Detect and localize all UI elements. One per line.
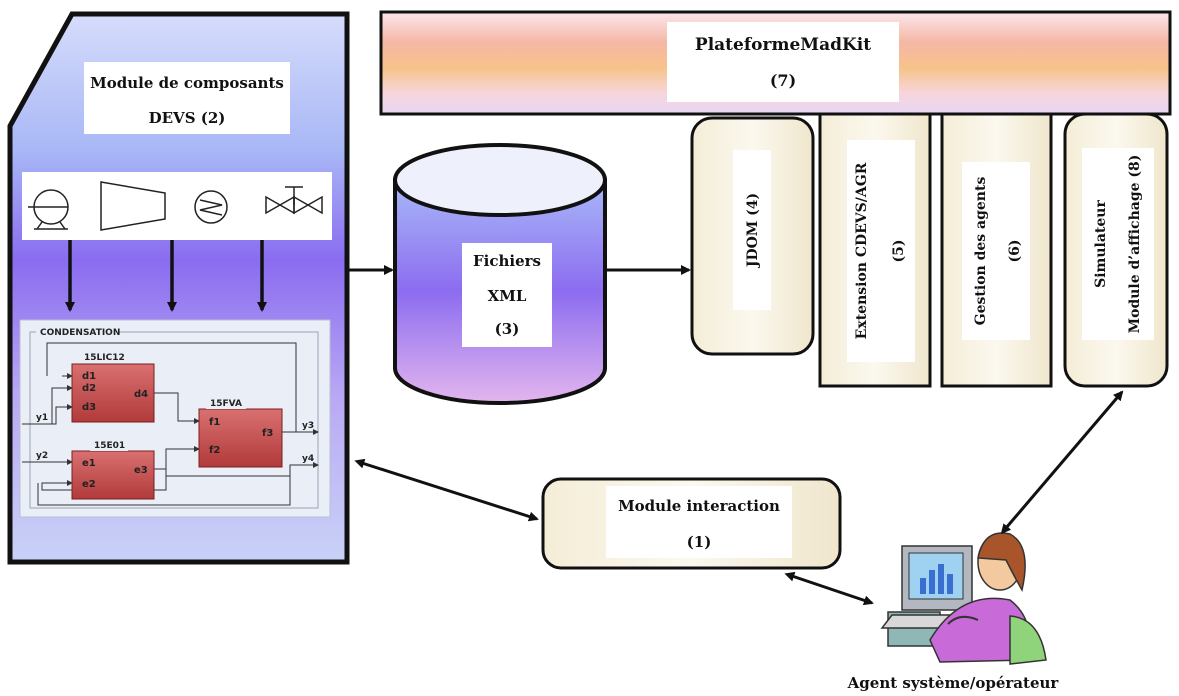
signal-out-1: y3 (302, 421, 314, 431)
condensation-subsystem: CONDENSATION y1 y2 y3 y4 (19, 319, 331, 518)
signal-out-2: y4 (302, 454, 314, 464)
port-label: f2 (209, 445, 220, 456)
heat-exchanger-icon (194, 190, 228, 224)
block-15e01: 15E01 e1 e2 e3 (71, 439, 155, 500)
devs-module-number: DEVS (2) (149, 109, 226, 127)
valve-icon (265, 186, 323, 215)
agents-number: (6) (1007, 240, 1023, 263)
compressor-icon (100, 181, 166, 231)
platform-title: PlateformeMadKit (695, 35, 871, 55)
xml-files-number: (3) (495, 320, 520, 338)
jdom-module: JDOM (4) (690, 116, 815, 356)
xml-files-subtitle: XML (488, 287, 527, 305)
block-name: 15FVA (210, 399, 242, 409)
interaction-module: Module interaction (1) (541, 477, 842, 570)
signal-in-1: y1 (36, 413, 48, 423)
extension-title: Extension CDEVS/AGR (854, 162, 870, 339)
pump-icon (28, 189, 69, 230)
block-15fva: 15FVA f1 f2 f3 (198, 397, 283, 468)
signal-in-2: y2 (36, 451, 48, 461)
interaction-title: Module interaction (618, 497, 780, 515)
agents-module: Gestion des agents (6) (940, 112, 1053, 388)
simulator-title: Simulateur (1093, 200, 1109, 288)
port-label: e2 (82, 479, 96, 490)
port-label: e1 (82, 458, 96, 469)
port-label: d2 (82, 383, 96, 394)
platform-number: (7) (770, 71, 796, 90)
operator-label: Agent système/opérateur (847, 674, 1060, 692)
extension-number: (5) (891, 240, 907, 263)
port-label: e3 (134, 465, 148, 476)
operator-agent-illustration (880, 532, 1047, 665)
port-label: f1 (209, 417, 220, 428)
port-label: d4 (134, 389, 148, 400)
devs-module-panel: Module de composants DEVS (2) (7, 11, 350, 565)
port-label: f3 (262, 428, 273, 439)
subsystem-title: CONDENSATION (40, 328, 120, 338)
simulator-subtitle: Module d’affichage (8) (1127, 155, 1143, 334)
port-label: d1 (82, 371, 96, 382)
simulator-module: Simulateur Module d’affichage (8) (1063, 112, 1169, 388)
block-15lic12: 15LIC12 d1 d2 d3 d4 (71, 351, 155, 423)
arrow-operator-simulator (1000, 390, 1124, 535)
devs-module-title: Module de composants (90, 74, 284, 92)
arrow-interaction-operator (784, 571, 874, 606)
xml-files-title: Fichiers (473, 252, 541, 270)
block-name: 15E01 (94, 441, 125, 451)
port-label: d3 (82, 402, 96, 413)
block-name: 15LIC12 (84, 353, 125, 363)
xml-files-database: Fichiers XML (3) (393, 143, 607, 405)
arrow-devs-interaction (354, 458, 539, 522)
interaction-number: (1) (687, 533, 712, 551)
platform-madkit: PlateformeMadKit (7) (379, 10, 1172, 116)
extension-module: Extension CDEVS/AGR (5) (818, 112, 932, 388)
agents-title: Gestion des agents (973, 177, 989, 326)
jdom-label: JDOM (4) (745, 193, 761, 269)
